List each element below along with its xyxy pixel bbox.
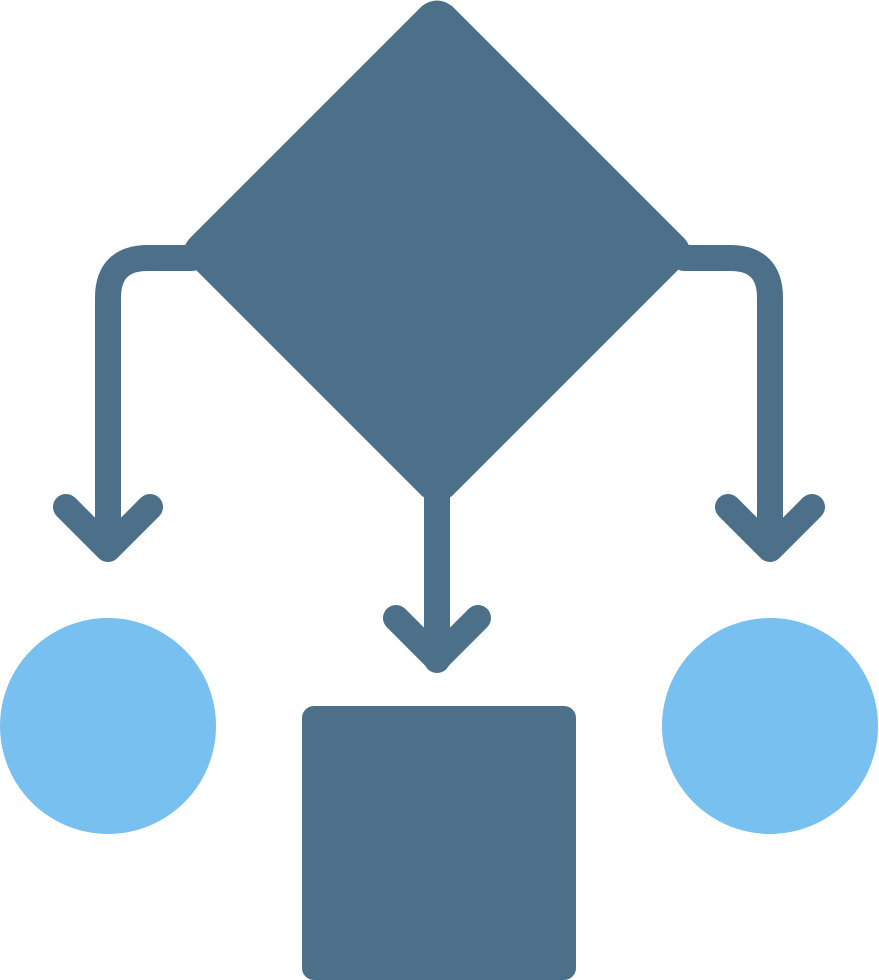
left-arrowhead: [53, 494, 163, 562]
center-arrowhead: [383, 605, 491, 672]
right-arrowhead: [715, 494, 825, 562]
right-outcome-circle: [662, 618, 878, 834]
left-outcome-circle: [0, 618, 216, 834]
decision-diamond: [184, 0, 690, 502]
right-branch-arrow: [671, 245, 825, 562]
left-branch-line: [95, 245, 205, 561]
center-outcome-square: [302, 706, 576, 980]
center-branch-arrow: [383, 483, 491, 673]
left-branch-arrow: [53, 245, 205, 562]
right-branch-line: [671, 245, 783, 561]
